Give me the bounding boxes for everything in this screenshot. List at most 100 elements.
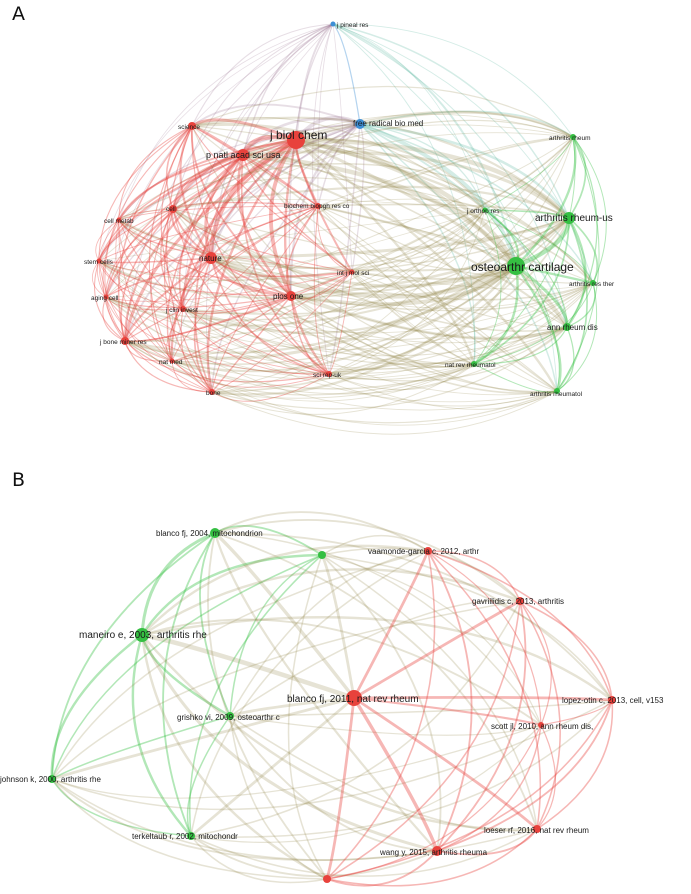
node-plosone[interactable] [286,291,296,301]
node-label-terkeltaub: terkeltaub r, 2002, mitochondr [132,832,238,841]
edge-cell-natmed [150,208,174,362]
edge-blanco2004-loeser [214,532,538,830]
edge-jclin-scirep [182,308,330,375]
edge-blanco2004-r8 [207,532,328,880]
node-jclin[interactable] [180,306,186,312]
edge-stemcells-arthres [98,260,594,334]
edge-nature-agingcell [105,257,212,298]
edge-jclin-plosone [182,295,292,315]
edge-natmed-arthrrheumatol [171,360,558,426]
panel-a-label: A [12,3,25,25]
edge-grishko-wang [229,715,438,852]
node-pnatl[interactable] [237,149,249,161]
node-jbiol[interactable] [287,131,305,149]
edge-grishko-scott [229,715,542,736]
edge-jbone-bone [124,340,213,393]
edge-gavriilidis-loeser [519,600,561,830]
edge-agingcell-jclin [105,296,184,311]
node-cellmetab[interactable] [116,217,122,223]
edge-jbiol-cell [171,138,298,211]
edge-maneiro-vaamonde [140,544,430,637]
node-intj[interactable] [349,269,355,275]
edge-jpineal-plosone [288,23,334,297]
edge-cellmetab-arthrrheumatol [118,219,558,396]
edge-jorthop-annrheum [484,209,568,328]
node-arthrheum[interactable] [570,134,576,140]
edge-maneiro-terkeltaub [131,633,193,838]
node-johnson[interactable] [48,775,56,783]
edge-agingcell-arthrheum [105,132,574,298]
node-agingcell[interactable] [103,294,109,300]
edge-freerad-jclin [182,123,361,310]
edge-jclin-arthres [182,282,594,341]
edge-freerad-agingcell [105,123,361,298]
edge-arthrheum-annrheum [566,136,598,328]
node-loeser[interactable] [533,825,541,833]
edge-g2-maneiro [140,553,324,637]
node-oac[interactable] [507,257,525,275]
edge-natmed-annrheum [171,326,568,395]
edge-scott-r8 [326,724,542,880]
edge-jclin-annrheum [182,308,568,365]
node-maneiro[interactable] [135,628,149,642]
edge-cell-oac [171,207,518,288]
edge-freerad-plosone [289,122,362,298]
node-label-scott: scott jl, 2010, ann rheum dis, [491,722,593,731]
edge-g2-scott [321,554,542,726]
node-grishko[interactable] [226,712,234,720]
node-biochem[interactable] [315,203,321,209]
edge-oac-annrheum [514,264,569,329]
node-natrev[interactable] [471,361,477,367]
edge-jbiol-plosone [269,138,298,298]
node-label-blanco2004: blanco fj, 2004, mitochondrion [156,529,263,538]
node-g2[interactable] [318,551,326,559]
node-nature[interactable] [205,252,217,264]
edge-jbone-scirep [124,340,330,383]
edge-bone-jorthop [211,209,486,393]
node-vaamonde[interactable] [424,547,432,555]
edge-plosone-arthres [290,282,594,312]
node-label-agingcell: aging cell [91,295,119,302]
edge-loeser-wang [436,828,538,856]
node-terkeltaub[interactable] [187,832,195,840]
node-wang[interactable] [432,846,442,856]
node-jorthop[interactable] [482,207,488,213]
node-bone[interactable] [209,389,215,395]
node-scott[interactable] [538,722,544,728]
node-arthrus[interactable] [563,212,575,224]
edge-arthrheum-arthrus [568,136,587,219]
edge-plosone-oac [289,264,518,306]
node-stemcells[interactable] [96,258,102,264]
edge-blanco2004-terkeltaub [162,532,216,837]
edge-jpineal-nature [210,23,334,259]
node-jpineal[interactable] [330,21,336,27]
node-scirep[interactable] [326,371,332,377]
node-arthrrheumatol[interactable] [554,388,560,394]
edge-plosone-natrev [290,295,475,368]
edge-freerad-jbone [124,123,361,342]
node-annrheum[interactable] [563,323,571,331]
node-r8[interactable] [323,875,331,883]
node-lopez[interactable] [608,696,616,704]
node-natmed[interactable] [169,358,175,364]
edge-stemcells-plosone [98,260,292,297]
edge-scirep-oac [327,264,518,376]
edge-biochem-arthrrheumatol [317,205,558,392]
node-blanco2004[interactable] [210,528,220,538]
node-jbone[interactable] [121,337,129,345]
edge-science-annrheum [191,125,568,328]
node-freerad[interactable] [355,119,365,129]
edge-science-arthres [191,125,594,284]
edge-blanco2011-wang [352,696,439,853]
node-label-cell: cell [166,206,176,213]
edge-vaamonde-loeser [427,550,542,830]
node-science[interactable] [188,122,196,130]
edge-terkeltaub-loeser [190,828,538,877]
edge-terkeltaub-blanco2011 [189,696,356,838]
node-gavriilidis[interactable] [516,597,524,605]
edge-blanco2004-johnson [51,532,216,780]
edge-nature-jorthop [210,209,486,269]
node-cell[interactable] [169,205,177,213]
node-arthres[interactable] [590,280,596,286]
node-blanco2011[interactable] [346,690,362,706]
